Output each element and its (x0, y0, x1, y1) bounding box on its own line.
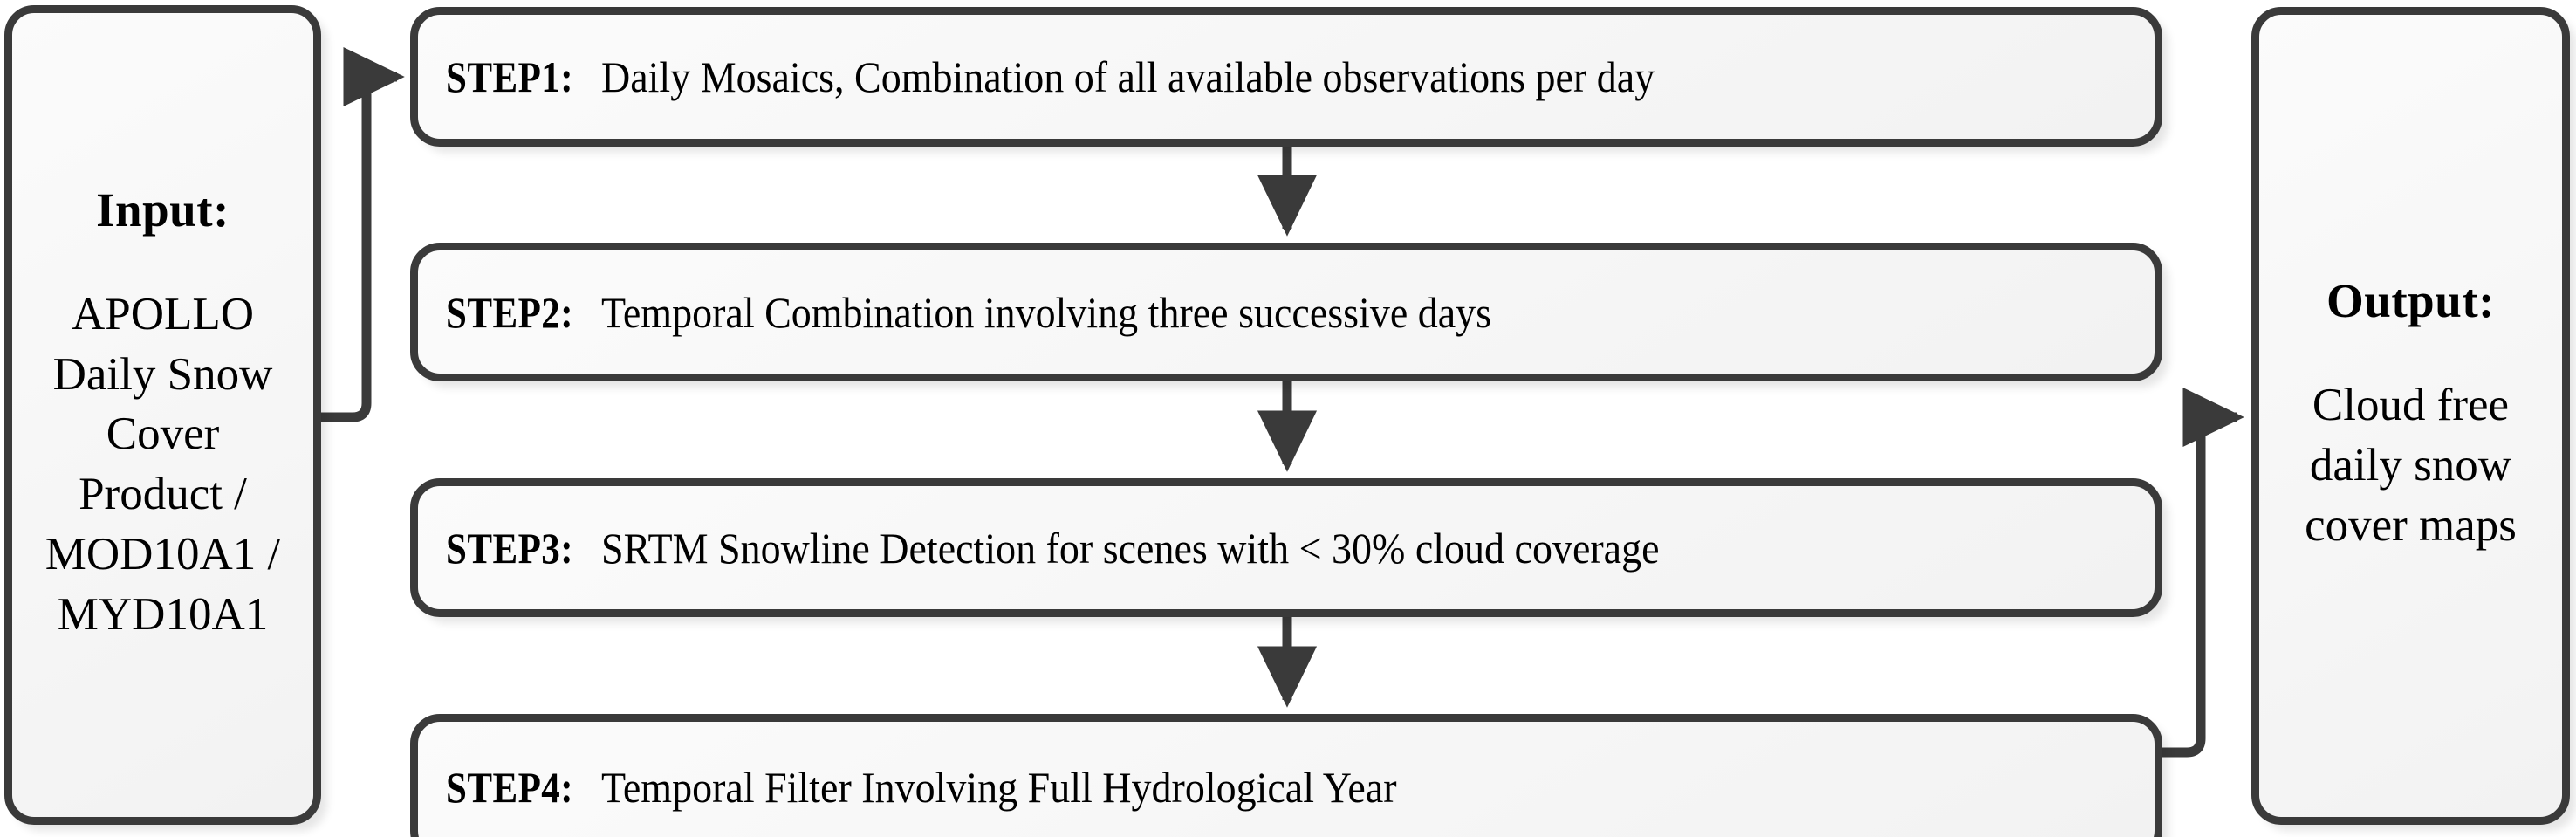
connector-step4-to-output (2162, 387, 2244, 758)
step-box-4[interactable]: STEP4: Temporal Filter Involving Full Hy… (410, 714, 2162, 837)
step-4-label: STEP4: (446, 763, 573, 812)
input-body: APOLLO Daily Snow Cover Product / MOD10A… (45, 288, 281, 641)
step-1-text: Daily Mosaics, Combination of all availa… (600, 52, 1655, 101)
step-4-text: Temporal Filter Involving Full Hydrologi… (600, 763, 1397, 812)
step-2-label: STEP2: (446, 287, 573, 337)
output-title: Output: (2326, 274, 2495, 328)
output-body: Cloud free daily snow cover maps (2305, 380, 2517, 551)
input-title: Input: (96, 182, 230, 237)
step-3-text: SRTM Snowline Detection for scenes with … (600, 523, 1660, 573)
input-node[interactable]: Input: APOLLO Daily Snow Cover Product /… (4, 5, 321, 825)
output-node[interactable]: Output: Cloud free daily snow cover maps (2251, 7, 2570, 825)
step-box-2[interactable]: STEP2: Temporal Combination involving th… (410, 243, 2162, 381)
step-3-label: STEP3: (446, 523, 573, 573)
step-box-1[interactable]: STEP1: Daily Mosaics, Combination of all… (410, 7, 2162, 147)
step-1-label: STEP1: (446, 52, 573, 101)
connector-input-to-step1 (321, 46, 405, 422)
step-2-text: Temporal Combination involving three suc… (600, 287, 1491, 337)
step-box-3[interactable]: STEP3: SRTM Snowline Detection for scene… (410, 478, 2162, 617)
